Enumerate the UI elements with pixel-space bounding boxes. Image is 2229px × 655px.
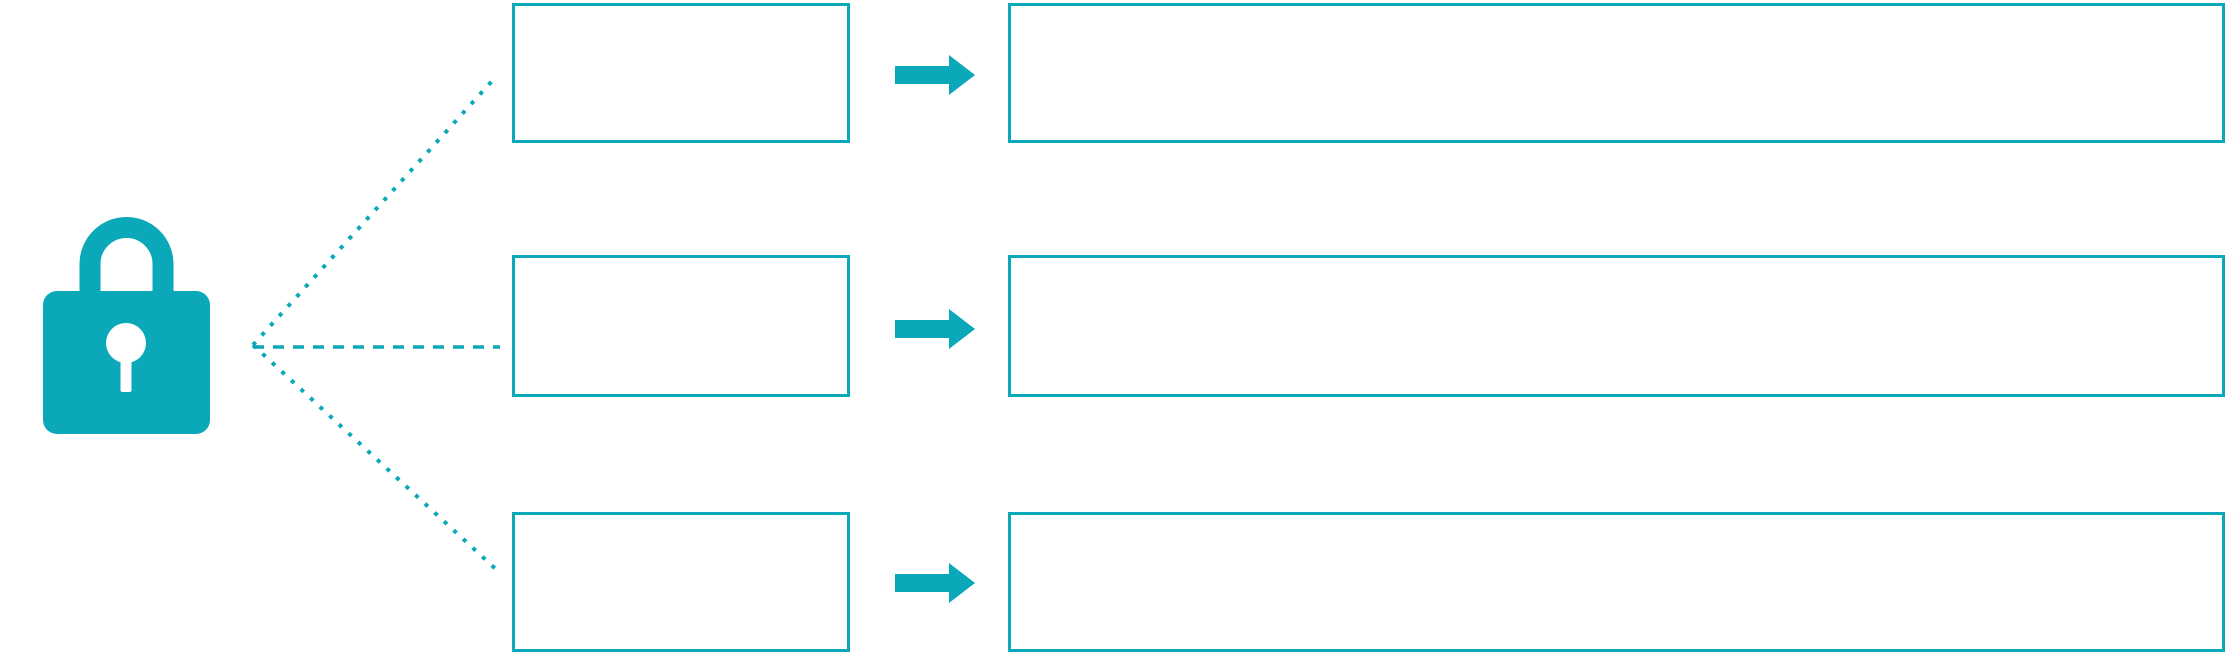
term-box [512, 255, 850, 397]
dotted-connector-top [251, 79, 494, 347]
arrow-right-icon [895, 309, 975, 349]
description-box [1008, 3, 2225, 143]
term-box [512, 3, 850, 143]
description-box [1008, 255, 2225, 397]
lock-icon [43, 215, 210, 434]
arrow-right-icon [895, 55, 975, 95]
description-box [1008, 512, 2225, 652]
arrow-right-icon [895, 563, 975, 603]
term-box [512, 512, 850, 652]
dotted-connector-bottom [251, 343, 502, 575]
lock-icon-graphic [43, 217, 210, 434]
